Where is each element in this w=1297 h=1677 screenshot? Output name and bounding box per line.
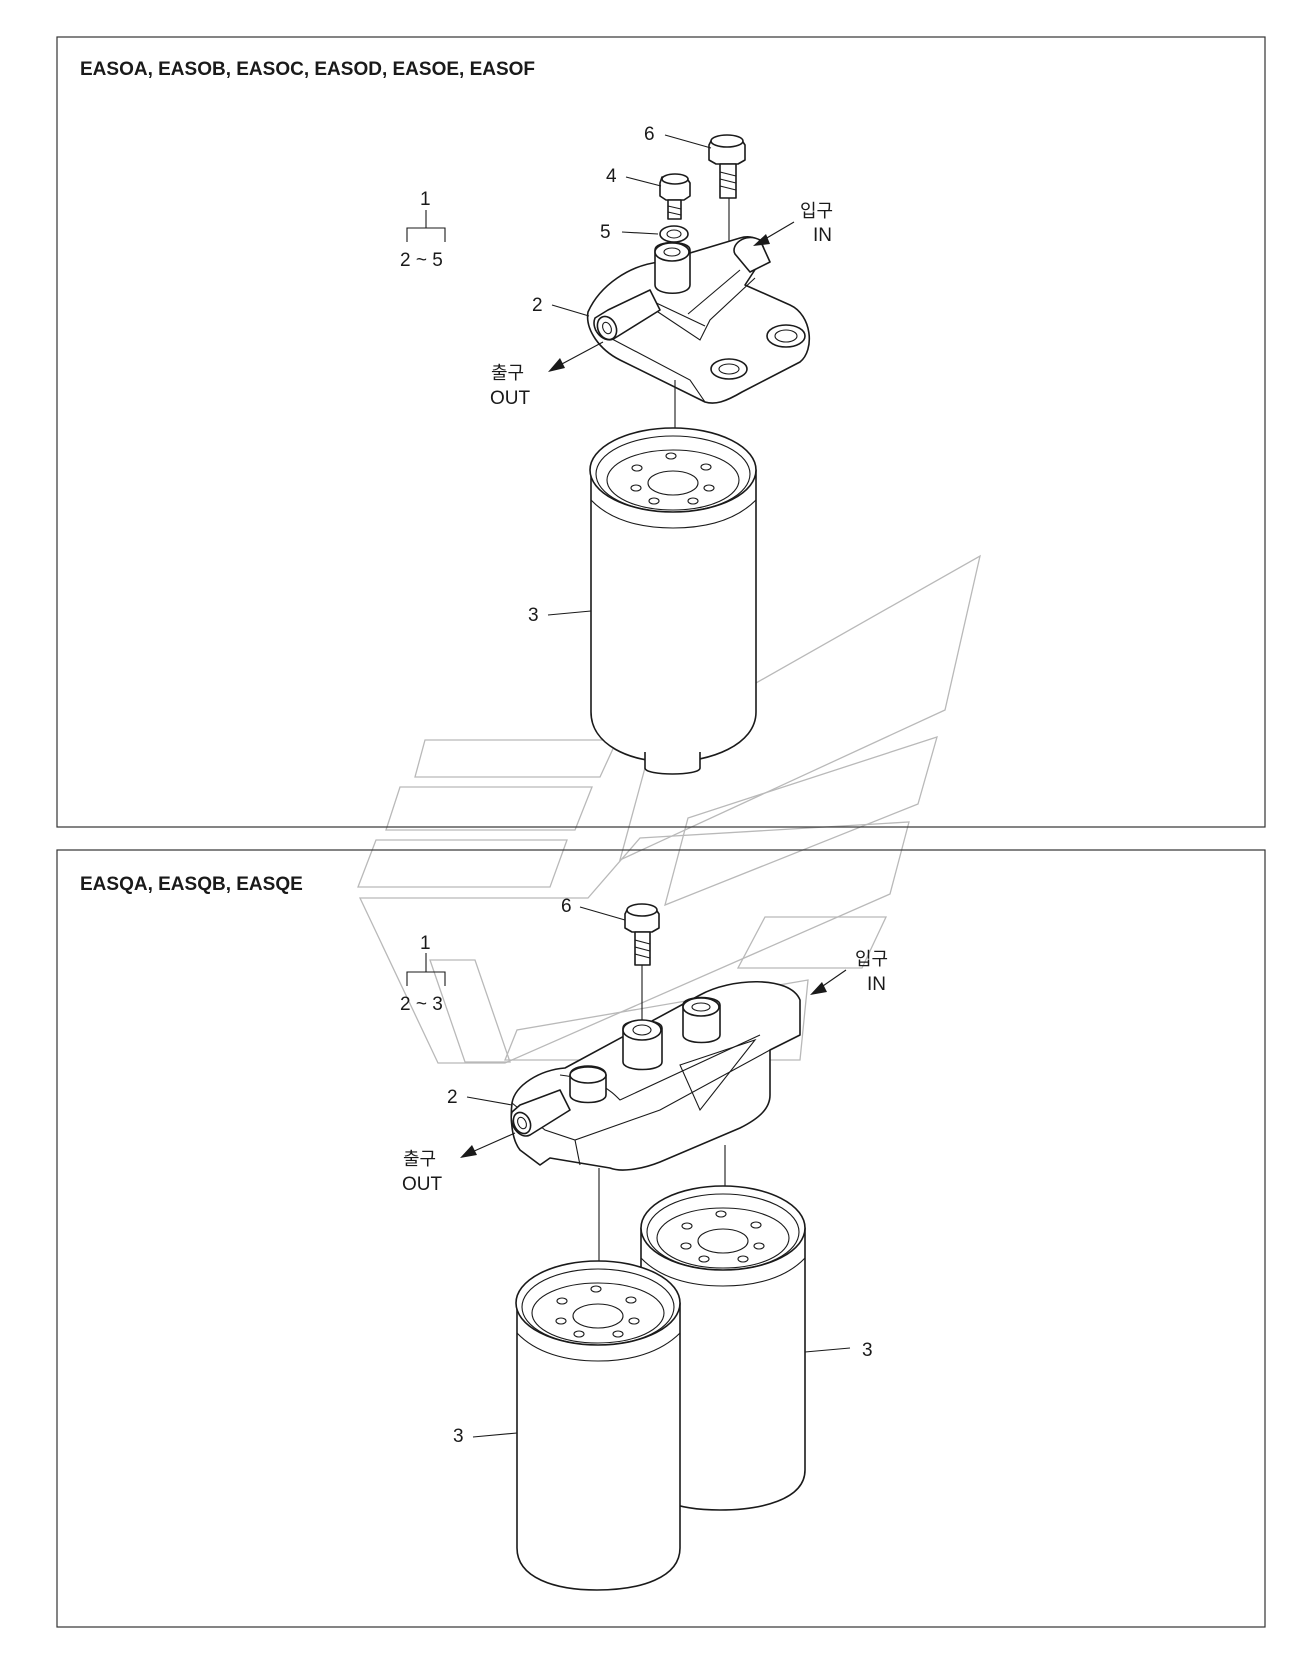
outlet-label-eng: OUT	[490, 388, 531, 409]
callout-2: 2	[532, 295, 543, 316]
panel-1-title: EASOA, EASOB, EASOC, EASOD, EASOE, EASOF	[80, 59, 535, 80]
outlet-label-kor: 출구	[403, 1149, 436, 1170]
panel-1-group-bracket: 1 2 ~ 5	[400, 189, 446, 271]
filter-cartridge-rear: 3	[640, 1145, 873, 1511]
panel-2-group-bracket: 1 2 ~ 3	[400, 933, 446, 1015]
filter-head-part: 2	[447, 980, 801, 1171]
filter-cartridge-part: 3	[528, 380, 757, 775]
group-range-label: 2 ~ 3	[400, 994, 443, 1015]
outlet-label-kor: 출구	[491, 363, 524, 384]
callout-3: 3	[528, 605, 539, 626]
outlet-label-eng: OUT	[402, 1174, 443, 1195]
panel-2-title: EASQA, EASQB, EASQE	[80, 874, 303, 895]
inlet-arrow: 입구 IN	[810, 949, 888, 995]
group-parent-label: 1	[420, 933, 431, 954]
outlet-arrow: 출구 OUT	[402, 1132, 516, 1195]
callout-6: 6	[644, 124, 655, 145]
inlet-label-kor: 입구	[855, 949, 888, 970]
callout-6: 6	[561, 896, 572, 917]
filter-holes	[630, 452, 715, 505]
filter-cartridge-front: 3	[453, 1168, 681, 1591]
group-range-label: 2 ~ 5	[400, 250, 443, 271]
inlet-label-kor: 입구	[800, 201, 833, 222]
inlet-label-eng: IN	[813, 225, 832, 246]
group-parent-label: 1	[420, 189, 431, 210]
bolt-6-part: 6	[561, 896, 660, 1020]
callout-4: 4	[606, 166, 617, 187]
panel-1-frame	[56, 36, 1266, 828]
callout-3-front: 3	[453, 1426, 464, 1447]
outlet-arrow: 출구 OUT	[490, 341, 604, 409]
washer-5-part: 5	[600, 222, 689, 243]
callout-2: 2	[447, 1087, 458, 1108]
callout-3-rear: 3	[862, 1340, 873, 1361]
bolt-6-part: 6	[644, 124, 746, 365]
inlet-label-eng: IN	[867, 974, 886, 995]
filter-head-part: 2	[532, 236, 811, 404]
callout-5: 5	[600, 222, 611, 243]
panel-2-frame	[56, 849, 1266, 1628]
inlet-arrow: 입구 IN	[753, 201, 833, 246]
filter-holes	[680, 1210, 765, 1263]
filter-holes	[555, 1285, 640, 1338]
bolt-4-part: 4	[606, 166, 691, 220]
watermark-logo	[357, 554, 981, 1064]
